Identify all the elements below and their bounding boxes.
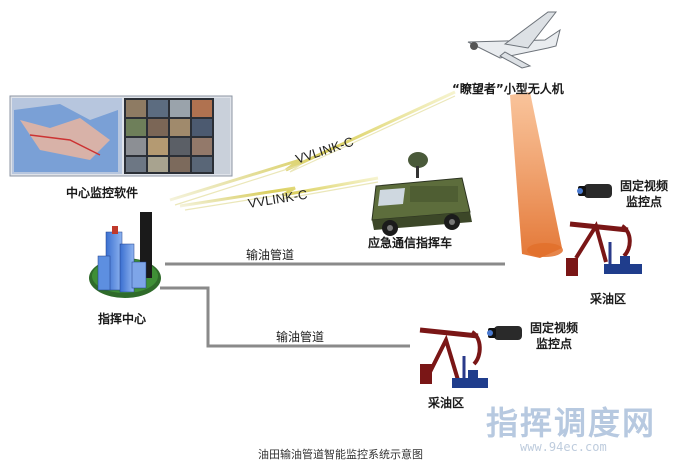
field-2-label: 采油区 <box>428 396 465 410</box>
pipeline-2-line <box>160 286 410 348</box>
link-vehicle-line <box>179 176 379 208</box>
pipeline-2-label: 输油管道 <box>276 330 325 344</box>
uav-label: “瞭望者”小型无人机 <box>452 82 564 96</box>
software-label: 中心监控软件 <box>66 186 139 200</box>
camera-2-icon <box>487 326 522 340</box>
command-center-icon <box>89 212 161 298</box>
watermark-title: 指挥调度网 <box>486 404 657 442</box>
pumpjack-2-icon <box>419 327 488 388</box>
link-uav-line <box>169 90 456 202</box>
camera-1-icon <box>577 184 612 198</box>
camera-2-label: 固定视频 监控点 <box>530 321 579 351</box>
command-vehicle-icon <box>371 152 472 236</box>
pumpjack-1-icon <box>566 221 642 276</box>
center-label: 指挥中心 <box>98 312 147 326</box>
diagram-caption: 油田输油管道智能监控系统示意图 <box>258 448 423 461</box>
uav-icon <box>467 11 561 69</box>
pipeline-lines <box>160 262 505 348</box>
pipeline-1-label: 输油管道 <box>246 248 295 262</box>
vehicle-label: 应急通信指挥车 <box>368 236 453 250</box>
uav-beam <box>510 92 562 258</box>
field-1-label: 采油区 <box>590 292 627 306</box>
watermark-url: www.94ec.com <box>520 440 607 454</box>
camera-1-label: 固定视频 监控点 <box>620 179 669 209</box>
wireless-links <box>169 90 456 211</box>
monitor-software-screen <box>9 95 233 177</box>
